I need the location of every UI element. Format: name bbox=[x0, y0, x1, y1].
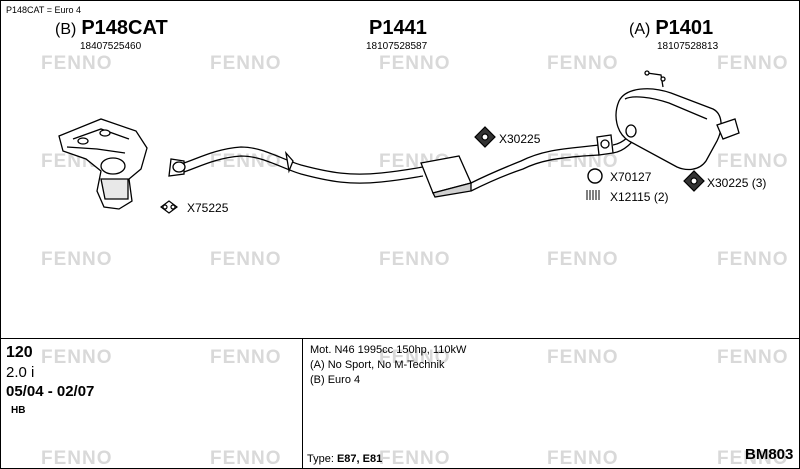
callout-x30225-rear: X30225 (3) bbox=[707, 176, 767, 190]
watermark-text: FENNO bbox=[379, 53, 451, 74]
watermark-text: FENNO bbox=[210, 448, 282, 469]
vehicle-model: 120 bbox=[6, 344, 33, 361]
front-pipe-part bbox=[168, 134, 614, 198]
spring-bolt-icon bbox=[586, 190, 600, 200]
motor-details: Mot. N46 1995cc 150hp, 110kW bbox=[310, 344, 467, 356]
diagram-code: BM803 bbox=[745, 446, 794, 463]
watermark-text: FENNO bbox=[717, 53, 789, 74]
callout-x30225-mid: X30225 bbox=[499, 132, 541, 146]
watermark-text: FENNO bbox=[547, 448, 619, 469]
part-title-catalyst: (B)P148CAT bbox=[55, 17, 168, 39]
vehicle-engine: 2.0 i bbox=[6, 364, 35, 381]
part-title-rear-muffler: (A)P1401 bbox=[629, 17, 714, 39]
watermark-text: FENNO bbox=[41, 249, 113, 270]
callout-x12115: X12115 (2) bbox=[610, 190, 669, 204]
watermark-text: FENNO bbox=[379, 249, 451, 270]
watermark-text: FENNO bbox=[41, 53, 113, 74]
clamp-icon bbox=[474, 126, 496, 148]
rear-muffler-part bbox=[612, 70, 740, 171]
watermark-text: FENNO bbox=[210, 249, 282, 270]
info-panel: 120 2.0 i 05/04 - 02/07 HB Mot. N46 1995… bbox=[1, 338, 799, 468]
type-line: Type: E87, E81 bbox=[307, 453, 383, 465]
part-number-front-pipe: 18107528587 bbox=[366, 41, 428, 52]
watermark-text: FENNO bbox=[41, 347, 113, 368]
watermark-text: FENNO bbox=[547, 249, 619, 270]
watermark-text: FENNO bbox=[210, 347, 282, 368]
watermark-text: FENNO bbox=[210, 151, 282, 172]
vehicle-years: 05/04 - 02/07 bbox=[6, 383, 95, 400]
watermark-text: FENNO bbox=[717, 151, 789, 172]
watermark-text: FENNO bbox=[379, 347, 451, 368]
catalyst-manifold-part bbox=[58, 118, 148, 210]
header-note: P148CAT = Euro 4 bbox=[6, 5, 81, 15]
watermark-text: FENNO bbox=[379, 448, 451, 469]
callout-x70127: X70127 bbox=[610, 170, 652, 184]
callout-x75225: X75225 bbox=[187, 201, 229, 215]
watermark-text: FENNO bbox=[717, 448, 789, 469]
watermark-text: FENNO bbox=[547, 347, 619, 368]
ring-icon bbox=[587, 168, 603, 184]
watermark-text: FENNO bbox=[717, 347, 789, 368]
part-number-rear-muffler: 18107528813 bbox=[657, 41, 719, 52]
part-title-front-pipe: P1441 bbox=[369, 17, 427, 39]
watermark-text: FENNO bbox=[547, 151, 619, 172]
watermark-text: FENNO bbox=[547, 53, 619, 74]
watermark-text: FENNO bbox=[41, 448, 113, 469]
panel-divider bbox=[302, 339, 303, 468]
clamp-icon bbox=[683, 170, 705, 192]
part-number-catalyst: 18407525460 bbox=[80, 41, 142, 52]
vehicle-body: HB bbox=[11, 405, 26, 416]
note-b: (B) Euro 4 bbox=[310, 374, 361, 386]
note-a: (A) No Sport, No M-Technik bbox=[310, 359, 445, 371]
exhaust-drawing bbox=[58, 70, 740, 214]
watermark-text: FENNO bbox=[210, 53, 282, 74]
watermark-text: FENNO bbox=[717, 249, 789, 270]
gasket-icon bbox=[160, 200, 178, 214]
